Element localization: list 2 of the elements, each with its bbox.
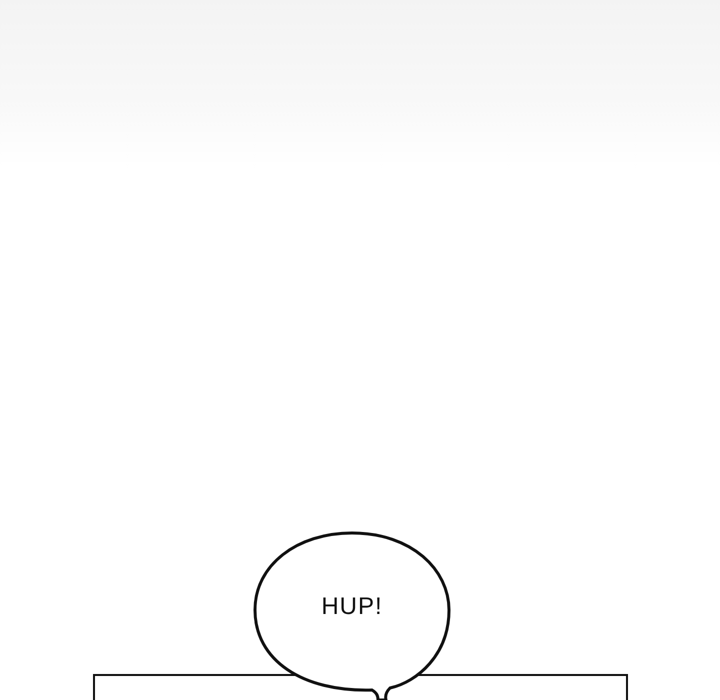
speech-text: HUP! xyxy=(320,593,384,621)
speech-bubble xyxy=(252,530,452,700)
